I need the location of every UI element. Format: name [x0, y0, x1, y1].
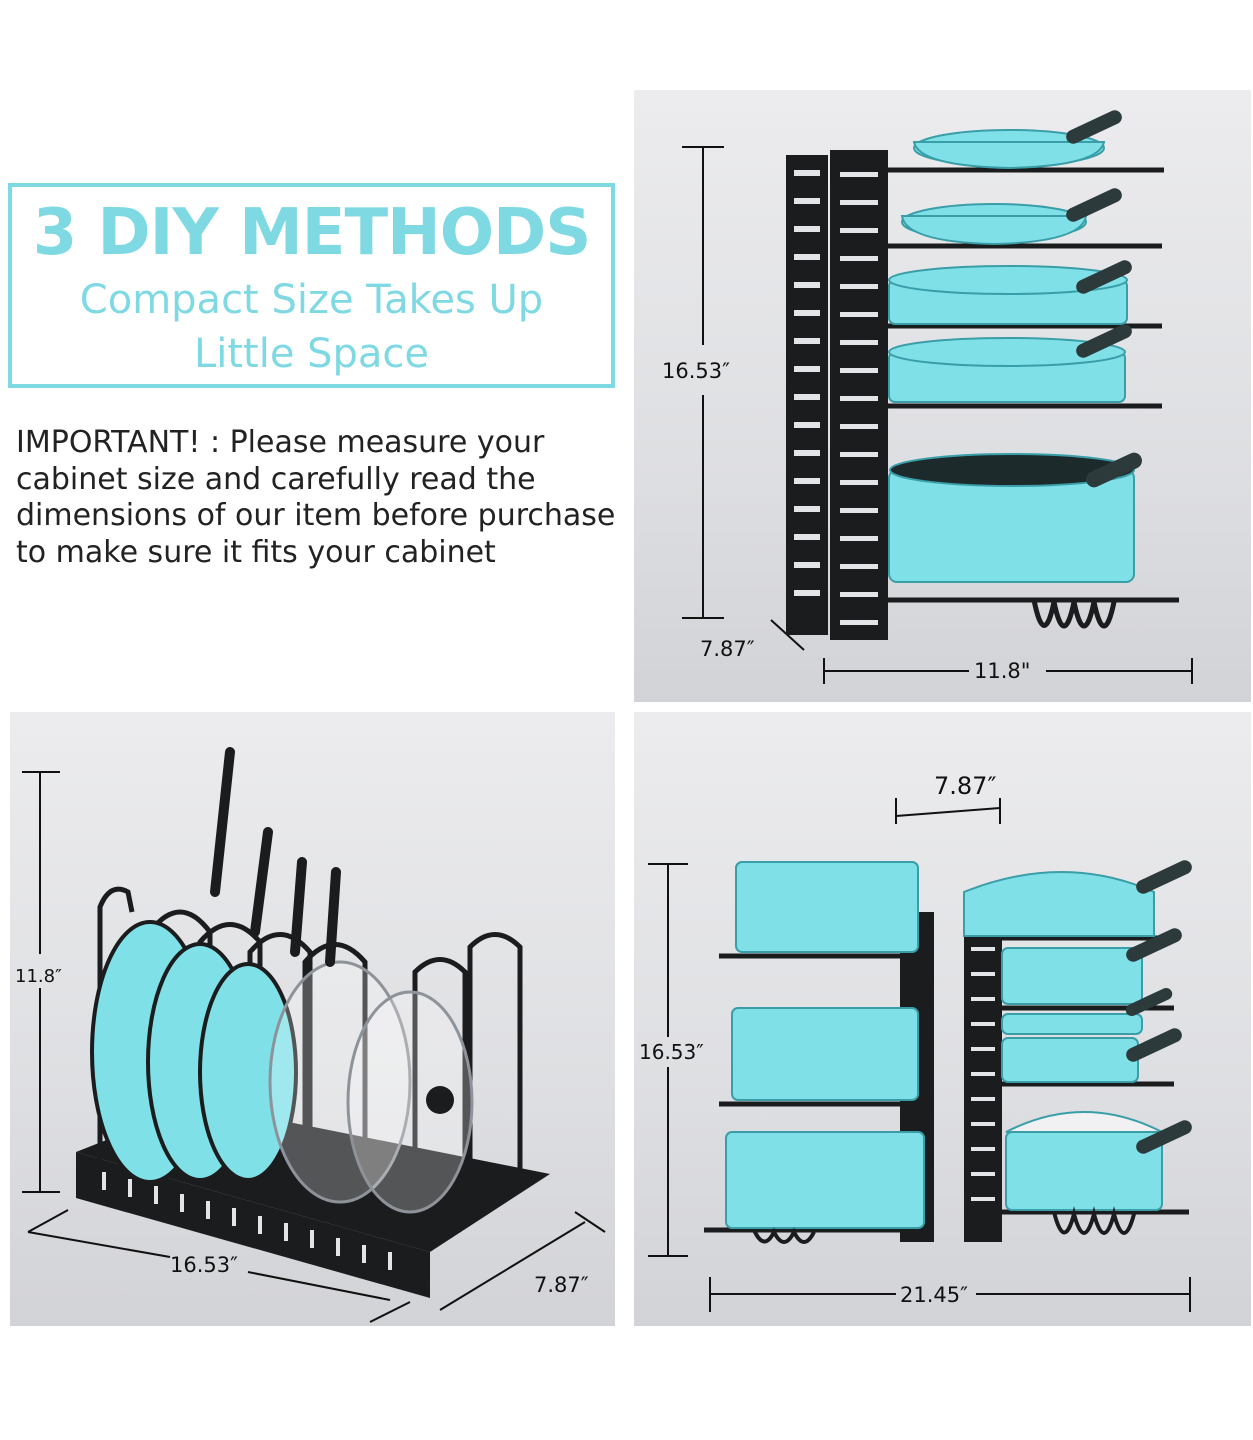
- double-rack-width-label: 21.45″: [900, 1283, 968, 1307]
- headline-title: 3 DIY METHODS: [32, 196, 592, 270]
- horizontal-rack-width-label: 7.87″: [534, 1273, 589, 1297]
- double-rack-panel: 7.87″ 16.53″ 21.45″: [634, 712, 1251, 1326]
- double-rack-illustration: 7.87″ 16.53″ 21.45″: [639, 772, 1192, 1312]
- vertical-rack-depth-label: 7.87″: [700, 637, 755, 661]
- vertical-rack-illustration: 16.53″ 7.87″ 11.8": [662, 110, 1193, 684]
- important-notice: IMPORTANT! : Please measure your cabinet…: [16, 425, 616, 570]
- double-rack-top-width-label: 7.87″: [934, 772, 996, 800]
- horizontal-rack-height-label: 11.8″: [15, 966, 62, 987]
- vertical-rack-height-label: 16.53″: [662, 359, 730, 383]
- vertical-rack-width-label: 11.8": [974, 659, 1030, 683]
- headline-box: 3 DIY METHODS Compact Size Takes Up Litt…: [8, 183, 615, 388]
- vertical-rack-panel: 16.53″ 7.87″ 11.8": [634, 90, 1251, 702]
- headline-subtitle-line2: Little Space: [193, 331, 430, 377]
- horizontal-rack-panel: 11.8″ 16.53″ 7.87″: [10, 712, 615, 1326]
- double-rack-height-label: 16.53″: [639, 1040, 704, 1064]
- horizontal-rack-illustration: 11.8″ 16.53″ 7.87″: [15, 747, 606, 1323]
- horizontal-rack-length-label: 16.53″: [170, 1253, 238, 1277]
- headline-subtitle-line1: Compact Size Takes Up: [79, 277, 544, 323]
